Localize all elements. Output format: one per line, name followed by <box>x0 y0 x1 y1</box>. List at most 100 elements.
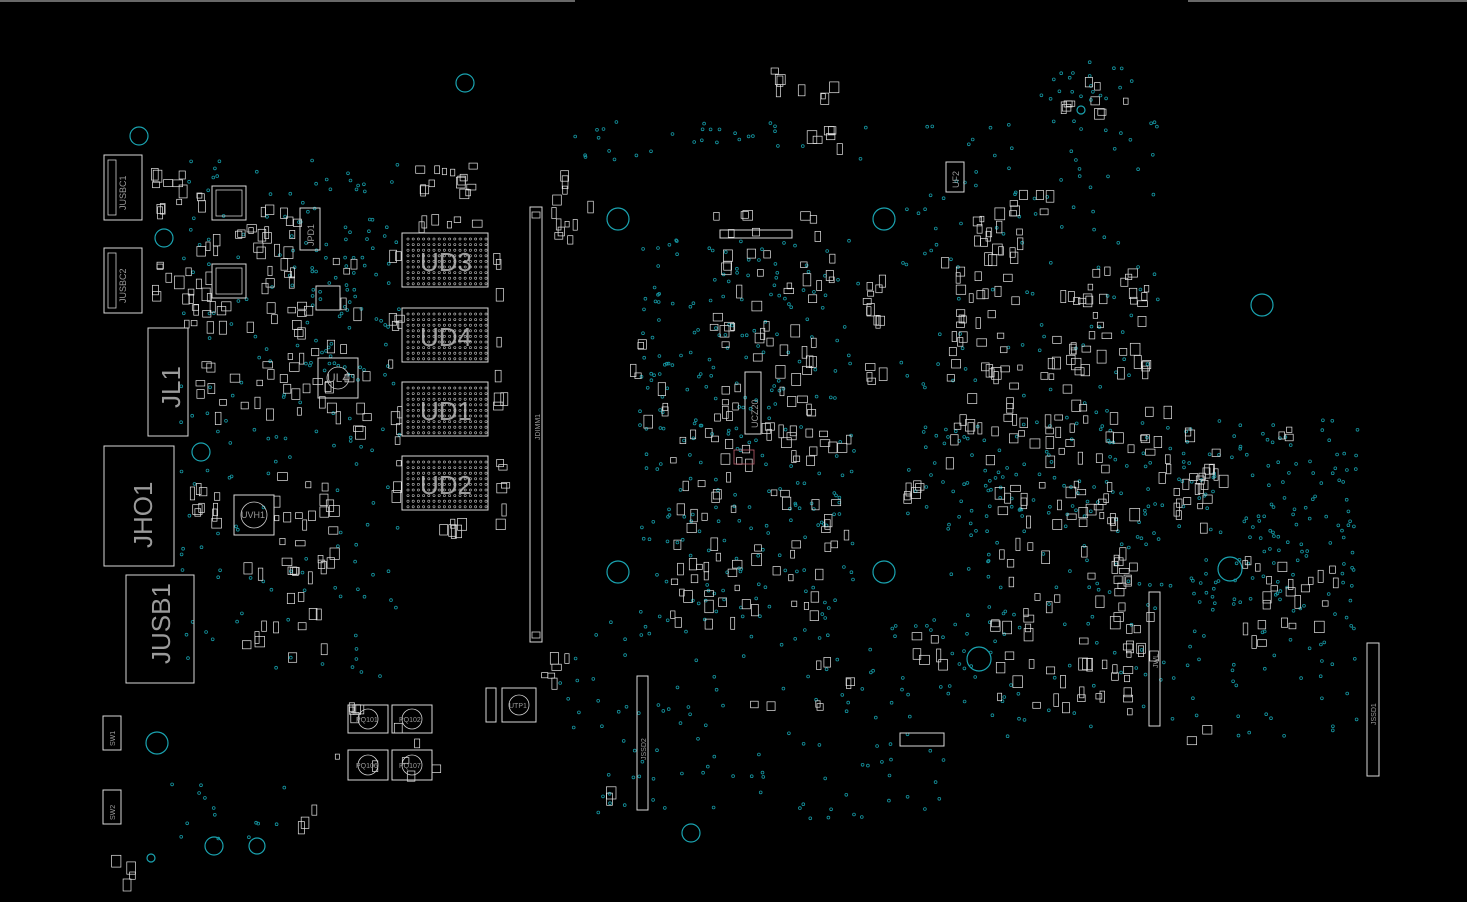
via <box>658 462 663 466</box>
pad <box>201 361 212 369</box>
via <box>354 542 359 547</box>
pad <box>1202 494 1213 504</box>
via <box>208 385 212 390</box>
mosfet-pq107[interactable]: PQ107 <box>391 749 433 781</box>
switch-sw1[interactable]: SW1 <box>102 715 122 751</box>
connector-jusbc2[interactable]: JUSBC2 <box>103 247 143 314</box>
via <box>583 155 588 159</box>
bga-ball <box>468 254 472 258</box>
pad <box>211 517 222 529</box>
via <box>772 283 777 288</box>
pad <box>820 93 826 100</box>
mosfet-pq102[interactable]: PQ102 <box>391 704 433 734</box>
connector-jho1[interactable]: JHO1 <box>103 445 175 567</box>
via <box>252 427 257 432</box>
pad <box>976 224 983 234</box>
via <box>606 772 611 777</box>
via <box>1328 541 1333 545</box>
mosfet-pq101[interactable]: PQ101 <box>347 704 389 734</box>
chip-usbc1-controller[interactable] <box>211 185 247 221</box>
chip-ud3[interactable]: UD3 <box>401 232 489 288</box>
bga-ball <box>453 477 457 481</box>
mosfet-pq106[interactable]: PQ106 <box>347 749 389 781</box>
chip-usbc2-controller[interactable] <box>211 263 247 299</box>
bga-ball <box>479 346 483 350</box>
switch-sw2[interactable]: SW2 <box>102 789 122 825</box>
via <box>775 270 780 275</box>
bga-ball <box>411 248 415 252</box>
pad <box>428 179 435 188</box>
chip-ud1[interactable]: UD1 <box>401 381 489 437</box>
via <box>1153 502 1157 506</box>
via <box>722 597 726 602</box>
bga-ball <box>406 471 410 475</box>
via <box>666 361 671 366</box>
chip-uf2[interactable]: UF2 <box>945 161 965 193</box>
pad <box>1129 342 1141 356</box>
connector-jwl[interactable]: JWL <box>1148 591 1161 727</box>
bga-ball <box>442 494 446 498</box>
via <box>1136 265 1140 269</box>
pad <box>1079 637 1089 645</box>
pad <box>1163 405 1172 420</box>
via <box>1079 127 1083 131</box>
via <box>607 791 612 796</box>
pad <box>1213 468 1219 481</box>
via <box>206 237 211 242</box>
chip-small-qfn[interactable] <box>315 285 341 311</box>
via <box>203 796 207 800</box>
pad <box>938 659 948 671</box>
connector-jpd1[interactable]: JPD1 <box>299 207 321 251</box>
bga-ball <box>468 248 472 252</box>
via <box>751 134 755 138</box>
chip-ud4[interactable]: UD4 <box>401 307 489 363</box>
via <box>889 757 893 762</box>
bga-ball <box>406 318 410 322</box>
pad <box>302 383 311 394</box>
via <box>946 691 951 696</box>
via <box>365 522 370 527</box>
bga-ball <box>422 499 426 503</box>
bga-ball <box>406 351 410 355</box>
bga-ball <box>474 482 478 486</box>
connector-jdimm1[interactable]: JDIMM1 <box>529 206 543 643</box>
via <box>1352 524 1356 529</box>
via <box>335 488 340 493</box>
via <box>371 501 376 505</box>
pad <box>362 413 372 422</box>
chip-ud2[interactable]: UD2 <box>401 455 489 511</box>
via <box>1276 460 1280 465</box>
via <box>795 481 800 485</box>
pad <box>235 230 243 239</box>
via <box>1354 467 1358 471</box>
via <box>678 721 683 725</box>
connector-jusbc1[interactable]: JUSBC1 <box>103 154 143 221</box>
chip-utp1[interactable]: UTP1 <box>501 687 537 723</box>
chip-ul4[interactable]: UL4 <box>317 357 359 399</box>
connector-jusb1[interactable]: JUSB1 <box>125 574 195 684</box>
via <box>1042 334 1046 339</box>
bga-ball <box>427 408 431 412</box>
via <box>1116 241 1121 245</box>
pad <box>805 428 814 438</box>
via <box>966 142 971 147</box>
via <box>205 411 210 416</box>
bga-ball <box>463 248 467 252</box>
via <box>763 319 768 324</box>
via <box>929 473 933 477</box>
bga-ball <box>406 431 410 435</box>
via <box>811 507 816 511</box>
bga-ball <box>448 276 452 280</box>
pad <box>816 660 822 670</box>
connector-jl1[interactable]: JL1 <box>147 327 189 437</box>
connector-jssd1[interactable]: JSSD1 <box>1366 642 1380 777</box>
chip-uvh1[interactable]: UVH1 <box>233 494 275 536</box>
bga-ball <box>479 425 483 429</box>
bga-ball <box>406 460 410 464</box>
bga-ball <box>479 259 483 263</box>
chip-ucz20[interactable]: UCZ20 <box>744 371 762 435</box>
via <box>804 263 809 268</box>
via <box>358 365 363 370</box>
bga-ball <box>479 243 483 247</box>
connector-jssd2[interactable]: JSSD2 <box>636 675 649 811</box>
